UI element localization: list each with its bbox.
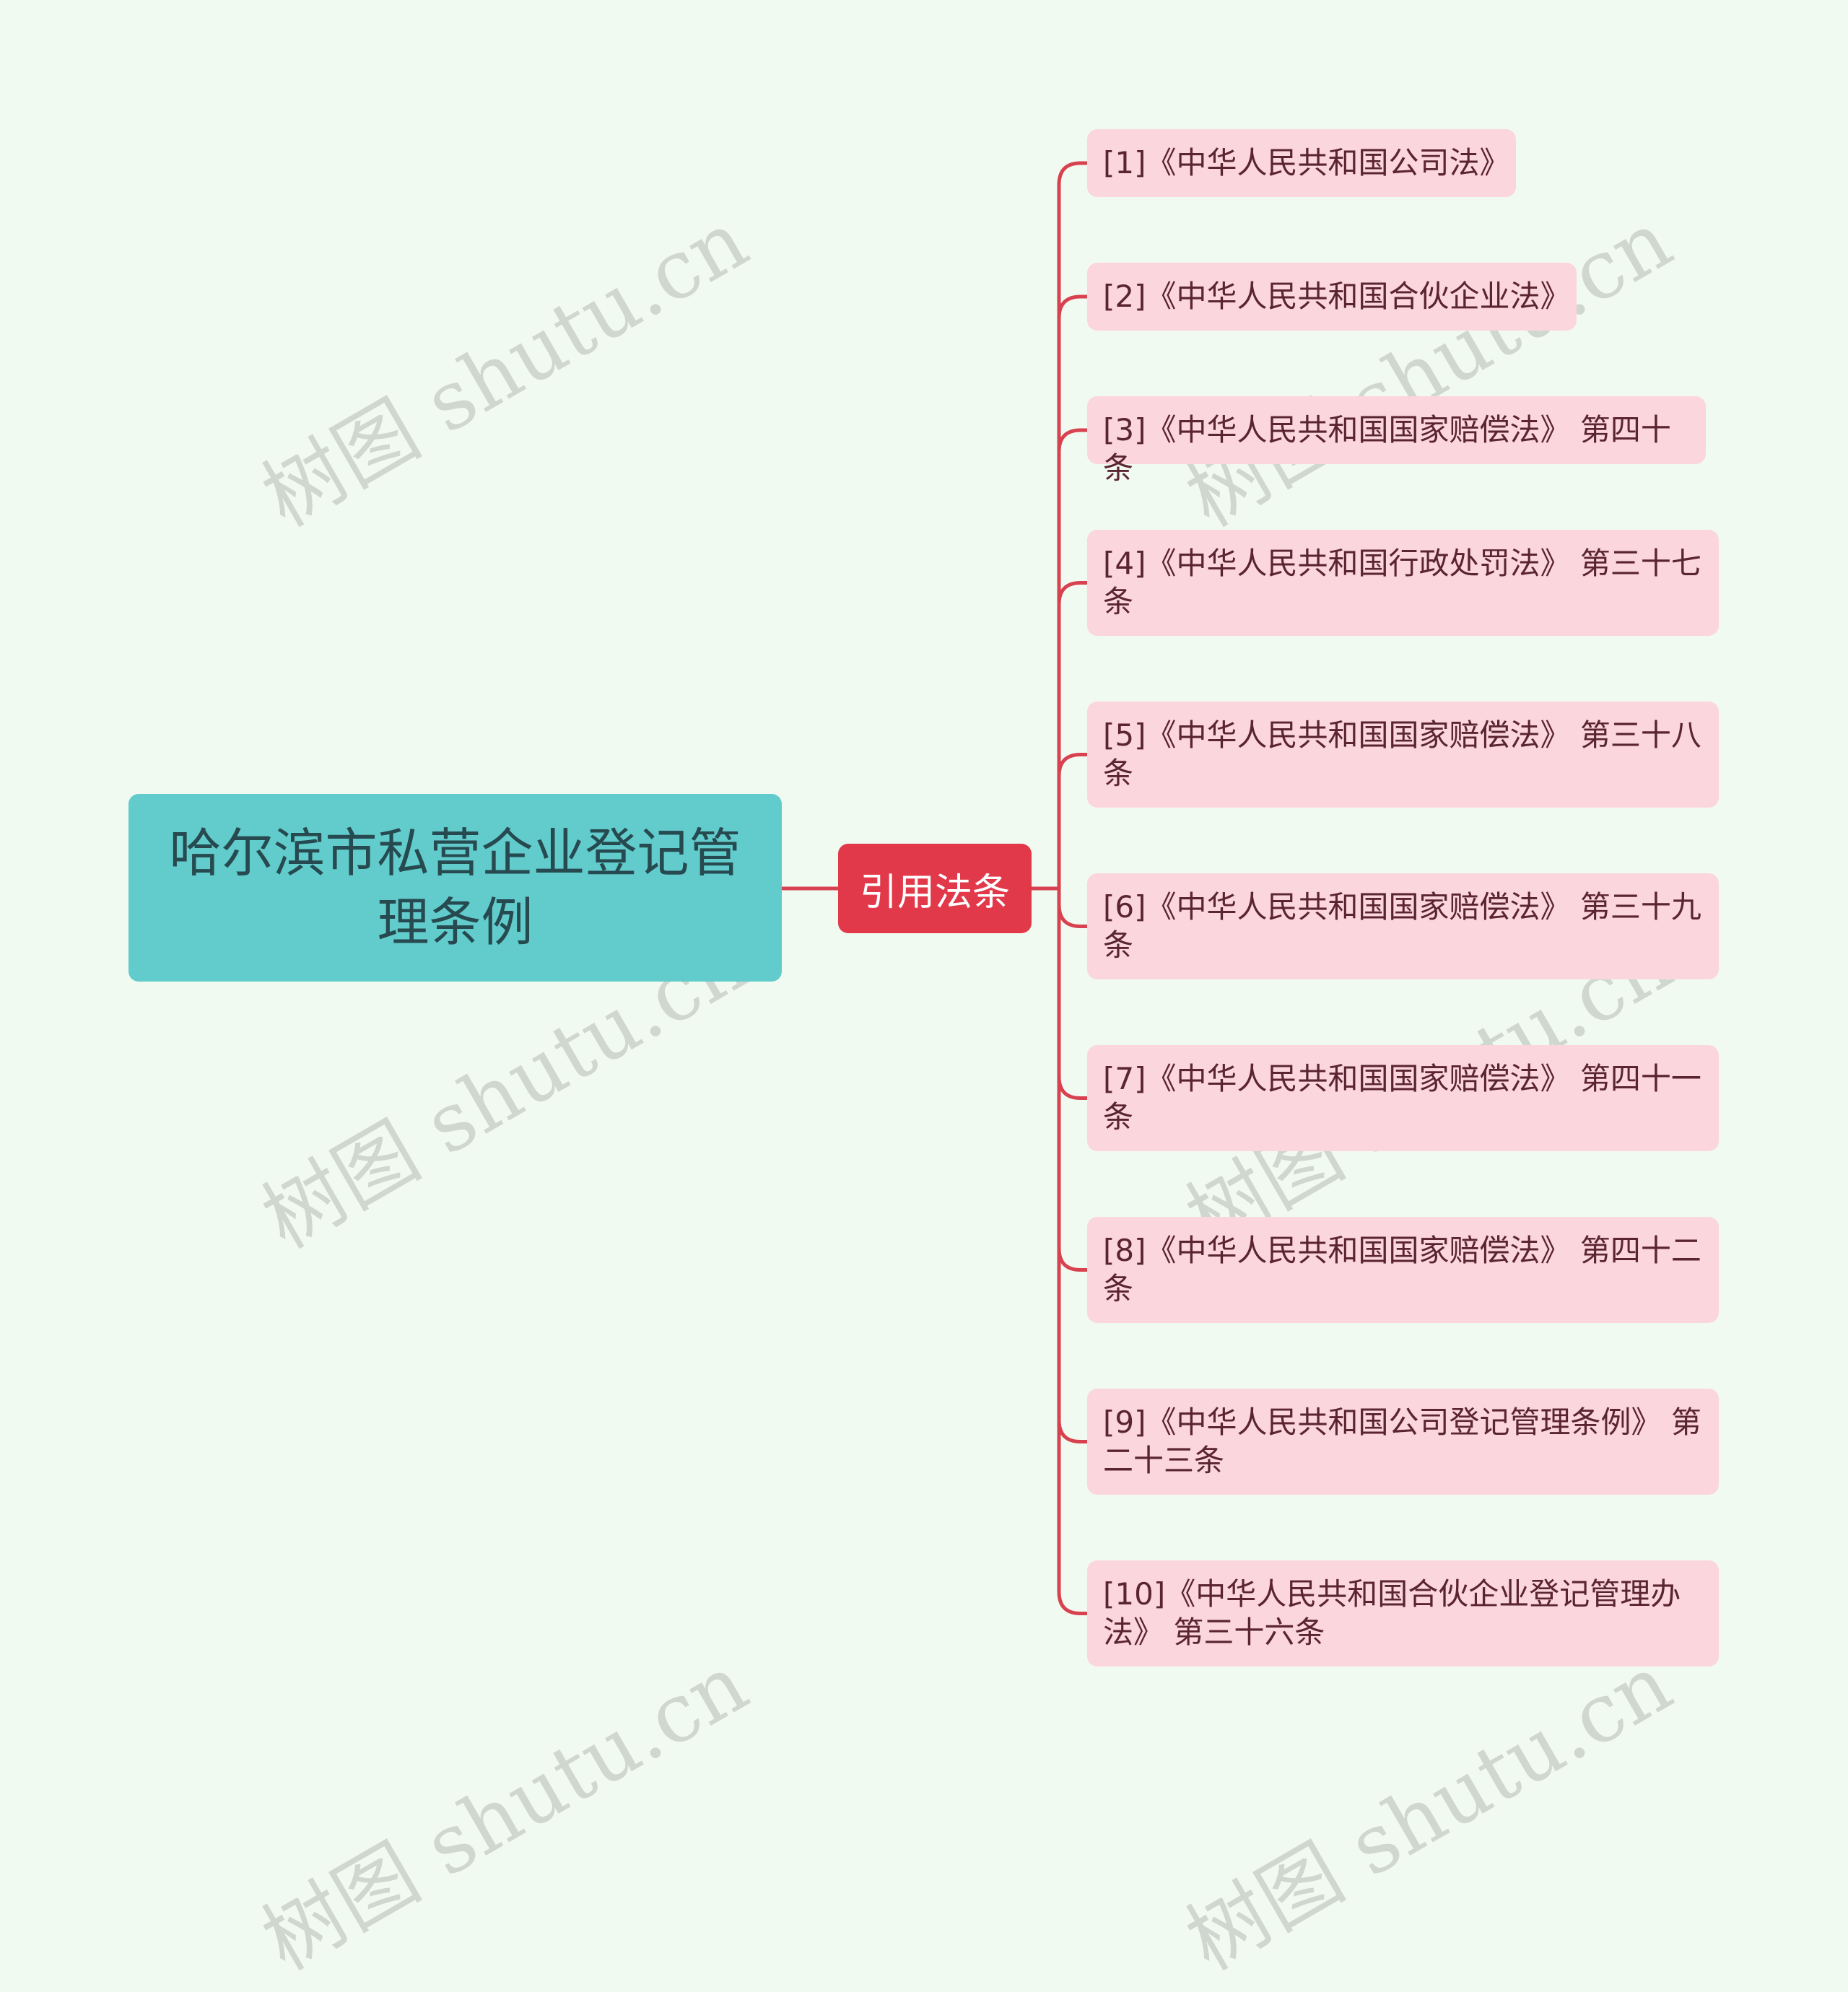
leaf-connector-8 — [1057, 888, 1087, 1272]
leaf-connector-1 — [1057, 161, 1087, 888]
leaf-topic[interactable]: [6]《中华人民共和国国家赔偿法》 第三十九条 — [1087, 873, 1719, 979]
connector-lines — [782, 161, 1087, 1615]
branch-topic-label: 引用法条 — [859, 870, 1010, 914]
leaf-topic[interactable]: [4]《中华人民共和国行政处罚法》 第三十七条 — [1087, 530, 1719, 636]
leaf-topic[interactable]: [1]《中华人民共和国公司法》 — [1087, 129, 1516, 197]
leaf-topic[interactable]: [3]《中华人民共和国国家赔偿法》 第四十条 — [1087, 396, 1706, 486]
leaf-topic[interactable]: [7]《中华人民共和国国家赔偿法》 第四十一条 — [1087, 1045, 1719, 1151]
leaf-topic[interactable]: [8]《中华人民共和国国家赔偿法》 第四十二条 — [1087, 1217, 1719, 1323]
leaf-connector-2 — [1057, 294, 1087, 888]
leaf-connector-9 — [1057, 888, 1087, 1443]
leaf-topic[interactable]: [9]《中华人民共和国公司登记管理条例》 第二十三条 — [1087, 1389, 1719, 1495]
root-topic-label: 哈尔滨市私营企业登记管理条例 — [169, 823, 741, 953]
leaf-topic[interactable]: [2]《中华人民共和国合伙企业法》 — [1087, 263, 1577, 331]
leaf-topic[interactable]: [10]《中华人民共和国合伙企业登记管理办法》 第三十六条 — [1087, 1560, 1719, 1666]
leaf-connector-5 — [1057, 753, 1087, 888]
leaf-connector-6 — [1057, 888, 1087, 928]
leaf-connector-3 — [1057, 428, 1087, 888]
leaf-connector-10 — [1057, 888, 1087, 1615]
root-topic[interactable]: 哈尔滨市私营企业登记管理条例 — [128, 794, 782, 982]
branch-topic[interactable]: 引用法条 — [838, 844, 1032, 933]
leaf-connector-4 — [1057, 581, 1087, 888]
leaf-topic[interactable]: [5]《中华人民共和国国家赔偿法》 第三十八条 — [1087, 702, 1719, 808]
